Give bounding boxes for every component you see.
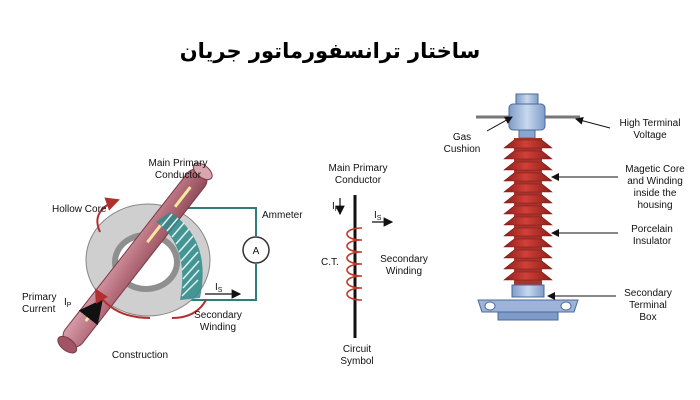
base-hole-left	[484, 301, 496, 311]
base-hole-right	[560, 301, 572, 311]
symbol-secondary-label-1: Secondary	[380, 254, 428, 265]
symbol-ip-label: IP	[332, 201, 340, 213]
high-terminal-label-2: Voltage	[633, 130, 667, 141]
main-primary-conductor-label-2: Conductor	[155, 170, 202, 181]
ip-label: IP	[64, 297, 72, 309]
flux-arrow-right	[171, 299, 207, 319]
high-terminal-label-1: High Terminal	[620, 118, 681, 129]
secondary-winding-label-2: Winding	[200, 322, 236, 333]
primary-current-label-1: Primary	[22, 292, 56, 303]
porcelain-label-2: Insulator	[633, 236, 672, 247]
insulator-shed	[503, 150, 553, 160]
construction-diagram: A Main Primary Conductor Hollow Core	[22, 158, 303, 361]
porcelain-insulator	[503, 138, 553, 285]
magnetic-core-label-1: Magetic Core	[625, 164, 685, 175]
insulator-shed	[503, 205, 553, 215]
symbol-secondary-label-2: Winding	[386, 266, 422, 277]
ammeter-label: Ammeter	[262, 210, 303, 221]
insulator-shed	[503, 161, 553, 171]
flux-arrow-bottom	[95, 288, 151, 319]
magnetic-core-label-2: and Winding	[627, 176, 683, 187]
physical-ct-diagram: Gas Cushion High Terminal Voltage Mageti…	[444, 93, 685, 323]
primary-current-label-2: Current	[22, 304, 56, 315]
insulator-shed	[503, 260, 553, 270]
symbol-is-label: IS	[374, 210, 382, 222]
secondary-winding-coil	[156, 212, 203, 300]
ct-label: C.T.	[321, 257, 339, 268]
insulator-shed	[503, 216, 553, 226]
gas-cushion-body	[508, 103, 546, 131]
insulator-shed	[503, 194, 553, 204]
symbol-conductor-label-1: Main Primary	[329, 163, 388, 174]
secondary-coil-symbol	[346, 227, 363, 301]
insulator-shed	[503, 249, 553, 259]
gas-cushion-label-1: Gas	[453, 132, 471, 143]
flux-arrow-top	[96, 197, 120, 233]
porcelain-label-1: Porcelain	[631, 224, 673, 235]
symbol-conductor-label-2: Conductor	[335, 175, 382, 186]
hollow-core-label: Hollow Core	[52, 204, 107, 215]
insulator-shed	[503, 227, 553, 237]
gas-cushion-label-2: Cushion	[444, 144, 481, 155]
page-title: ساختار ترانسفورماتور جریان	[180, 39, 481, 63]
terminal-box-label-2: Terminal	[629, 300, 667, 311]
construction-caption: Construction	[112, 350, 168, 361]
magnetic-core-label-3: inside the	[634, 188, 677, 199]
ammeter-wire-top	[180, 207, 257, 236]
insulator-shed	[503, 183, 553, 193]
insulator-shed	[503, 271, 553, 281]
insulator-shed	[503, 139, 553, 149]
insulator-shed	[503, 172, 553, 182]
terminal-box-label-1: Secondary	[624, 288, 672, 299]
circuit-symbol-diagram: Main Primary Conductor IP IS C.T. Second…	[321, 163, 428, 367]
secondary-terminal-box	[511, 284, 545, 298]
circuit-symbol-caption-1: Circuit	[343, 344, 372, 355]
circuit-symbol-caption-2: Symbol	[340, 356, 373, 367]
main-primary-conductor-label-1: Main Primary	[149, 158, 208, 169]
secondary-winding-label-1: Secondary	[194, 310, 242, 321]
magnetic-core-label-4: housing	[637, 200, 672, 211]
base-plate	[477, 299, 579, 313]
terminal-box-label-3: Box	[639, 312, 656, 323]
insulator-shed	[503, 238, 553, 248]
ammeter-symbol: A	[253, 246, 260, 257]
is-label: IS	[215, 282, 223, 294]
ammeter-icon	[242, 236, 270, 264]
